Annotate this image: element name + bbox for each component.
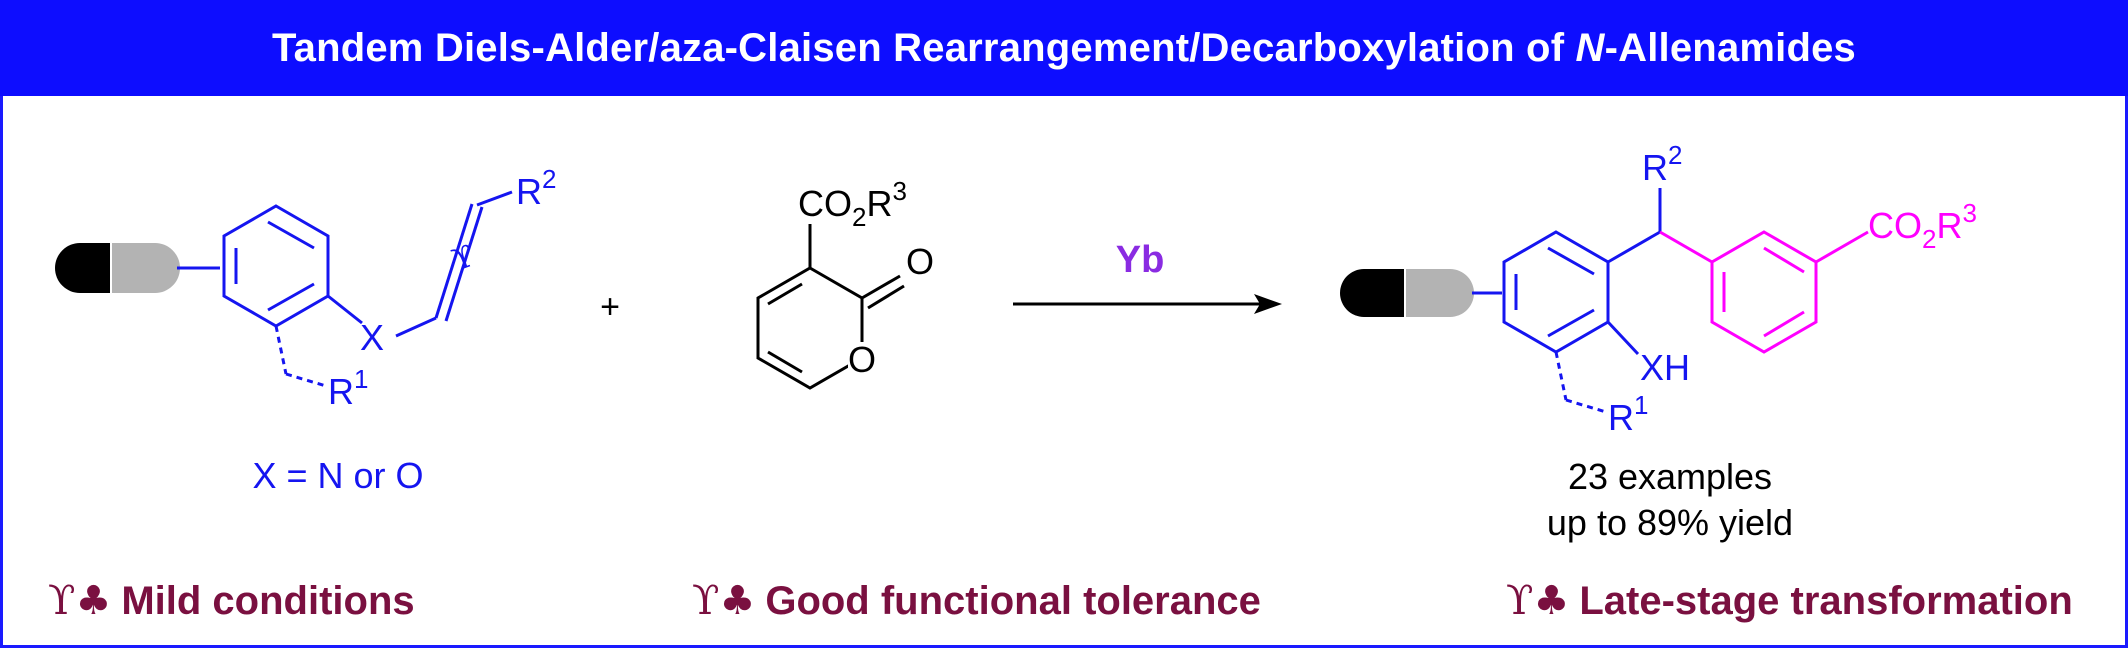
svg-text:R1: R1: [1608, 390, 1648, 438]
reactant2-ester-sub: 2: [852, 202, 866, 232]
bullet-mild-conditions: ϒ♣Mild conditions: [48, 578, 415, 624]
product-ester-r: R: [1936, 205, 1962, 246]
title-italic: N: [1575, 25, 1605, 70]
benzene-ring: [222, 204, 330, 328]
svg-text:R1: R1: [328, 364, 368, 412]
catalyst-label: Yb: [1116, 239, 1165, 281]
reactant2-ester-r: R: [866, 183, 892, 224]
carbonyl-oxygen: O: [906, 241, 934, 282]
bullet-label: Late-stage transformation: [1579, 579, 2073, 623]
product-r2: R: [1642, 147, 1668, 188]
svg-text:R2: R2: [1642, 140, 1682, 188]
reactant1-r2: R: [516, 171, 542, 212]
plus-sign: +: [600, 288, 620, 326]
product-r1-sup: 1: [1634, 390, 1648, 420]
pyranone-ring: [756, 266, 864, 390]
product-ester: CO: [1868, 205, 1922, 246]
bullet-symbol-icon: ϒ♣: [692, 578, 756, 624]
substituent-capsule-icon: [55, 243, 180, 293]
product-benzene-ring: [1502, 230, 1610, 354]
product-r2-sup: 2: [1668, 140, 1682, 170]
title-suffix: -Allenamides: [1604, 25, 1856, 70]
reactant2-ester-sup: 3: [892, 176, 906, 206]
reactant1-r1-sup: 1: [354, 364, 368, 394]
product-ester-sup: 3: [1962, 198, 1976, 228]
reaction-scheme: ϒ X R2 R1 X = N or O + O O CO2R3 Yb: [55, 140, 1977, 496]
reactant1-x: X: [360, 317, 384, 358]
arrow-head-icon: [1254, 294, 1282, 314]
reaction-arrow: Yb: [1013, 239, 1282, 314]
svg-text:CO2R3: CO2R3: [798, 176, 907, 232]
product: R2 CO2R3 XH R1: [1340, 140, 1977, 438]
bullet-label: Mild conditions: [121, 579, 415, 623]
page-title: Tandem Diels-Alder/aza-Claisen Rearrange…: [272, 26, 1856, 71]
reactant1-caption: X = N or O: [252, 455, 423, 496]
product-xh: XH: [1640, 347, 1690, 388]
product-capsule-icon: [1340, 269, 1474, 317]
bullet-late-stage: ϒ♣Late-stage transformation: [1506, 578, 2073, 624]
title-prefix: Tandem Diels-Alder/aza-Claisen Rearrange…: [271, 25, 1576, 70]
reactant-2: O O CO2R3: [756, 176, 934, 390]
examples-count: 23 examples: [1567, 456, 1773, 497]
bullet-symbol-icon: ϒ♣: [1506, 578, 1570, 624]
ring-oxygen: O: [848, 339, 876, 380]
bullet-symbol-icon: ϒ♣: [48, 578, 112, 624]
reactant-1: ϒ X R2 R1 X = N or O: [55, 164, 556, 496]
svg-text:CO2R3: CO2R3: [1868, 198, 1977, 254]
product-ester-sub: 2: [1922, 224, 1936, 254]
allene-symbol: ϒ: [448, 239, 479, 279]
reactant1-r2-sup: 2: [542, 164, 556, 194]
title-bar: Tandem Diels-Alder/aza-Claisen Rearrange…: [0, 0, 2128, 96]
bullet-label: Good functional tolerance: [765, 579, 1261, 623]
svg-text:R2: R2: [516, 164, 556, 212]
yield-text: up to 89% yield: [1546, 502, 1794, 543]
product-r1: R: [1608, 397, 1634, 438]
reactant2-ester: CO: [798, 183, 852, 224]
product-aryl-ring: [1710, 230, 1818, 354]
bullet-functional-tolerance: ϒ♣Good functional tolerance: [692, 578, 1261, 624]
reactant1-r1: R: [328, 371, 354, 412]
